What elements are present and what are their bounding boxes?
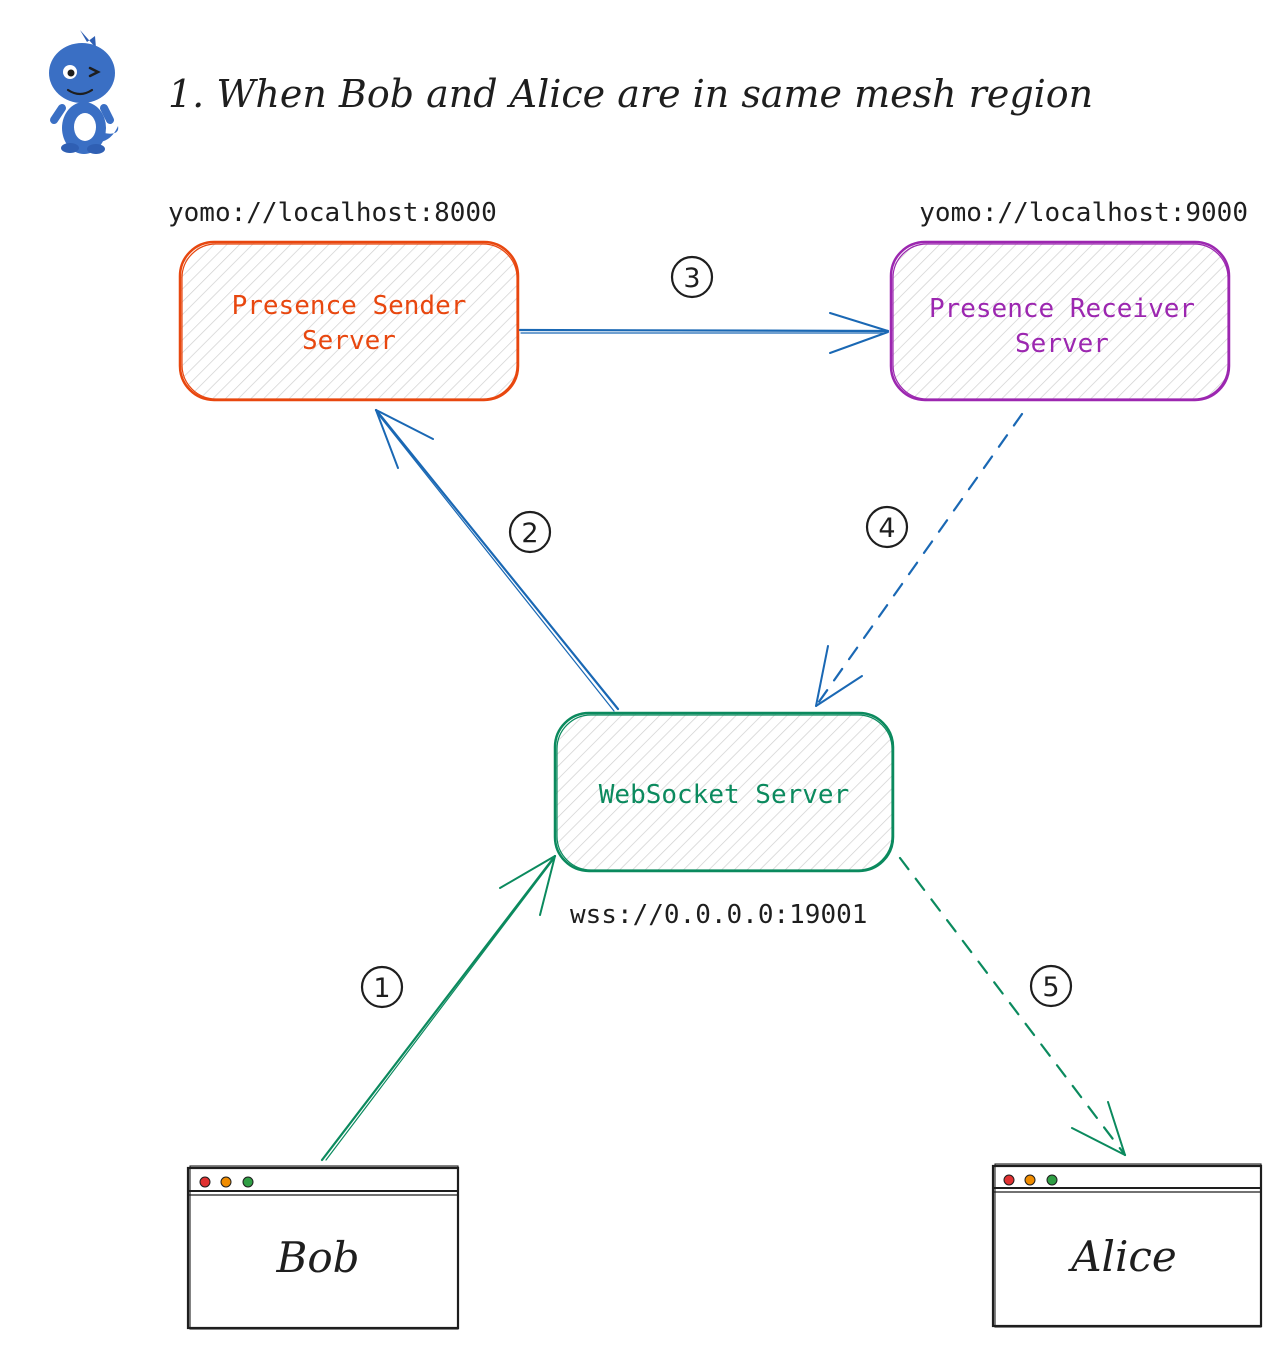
page-title: 1. When Bob and Alice are in same mesh r… bbox=[168, 72, 1093, 116]
dinosaur-mascot-icon bbox=[49, 30, 119, 154]
receiver-address: yomo://localhost:9000 bbox=[919, 198, 1248, 228]
arrow-step-2 bbox=[374, 408, 620, 712]
receiver-label-line2: Server bbox=[1015, 329, 1109, 359]
bob-label: Bob bbox=[275, 1233, 359, 1282]
window-close-dot bbox=[1003, 1174, 1015, 1186]
sender-label-line1: Presence Sender bbox=[232, 291, 467, 321]
window-close-dot bbox=[199, 1176, 211, 1188]
presence-receiver-server: Presence Receiver Server bbox=[889, 240, 1231, 402]
step-marker-4: 4 bbox=[865, 505, 909, 549]
step-2-label: 2 bbox=[521, 518, 538, 549]
arrow-step-4 bbox=[814, 412, 1024, 708]
websocket-address: wss://0.0.0.0:19001 bbox=[570, 900, 867, 930]
window-minimize-dot bbox=[1024, 1174, 1036, 1186]
window-maximize-dot bbox=[242, 1176, 254, 1188]
sender-address: yomo://localhost:8000 bbox=[168, 198, 497, 228]
step-marker-3: 3 bbox=[670, 255, 714, 299]
sender-label-line2: Server bbox=[302, 326, 396, 356]
window-maximize-dot bbox=[1046, 1174, 1058, 1186]
websocket-server: WebSocket Server bbox=[553, 711, 895, 873]
receiver-label-line1: Presence Receiver bbox=[929, 294, 1195, 324]
step-marker-2: 2 bbox=[508, 510, 552, 554]
step-marker-1: 1 bbox=[360, 965, 404, 1009]
alice-label: Alice bbox=[1067, 1232, 1177, 1281]
window-minimize-dot bbox=[220, 1176, 232, 1188]
step-marker-5: 5 bbox=[1029, 964, 1073, 1008]
step-1-label: 1 bbox=[373, 973, 390, 1004]
bob-browser-window: Bob bbox=[186, 1165, 460, 1330]
arrow-step-1 bbox=[320, 854, 557, 1162]
step-3-label: 3 bbox=[683, 263, 700, 294]
arrow-step-5 bbox=[898, 856, 1127, 1157]
step-4-label: 4 bbox=[878, 513, 895, 544]
step-5-label: 5 bbox=[1042, 972, 1059, 1003]
alice-browser-window: Alice bbox=[991, 1163, 1263, 1328]
websocket-label: WebSocket Server bbox=[599, 780, 849, 810]
presence-sender-server: Presence Sender Server bbox=[178, 240, 520, 402]
arrow-step-3 bbox=[518, 312, 890, 354]
